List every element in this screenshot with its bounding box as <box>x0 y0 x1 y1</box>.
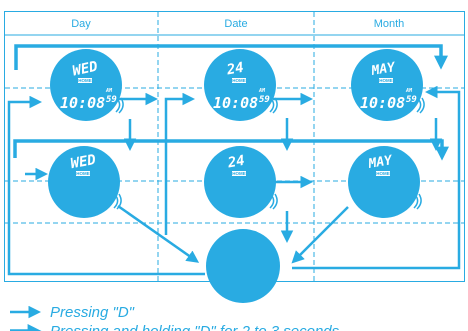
svg-text:10:08: 10:08 <box>360 94 405 112</box>
watch-month-row2: MAY HOME <box>348 146 422 218</box>
svg-text:24: 24 <box>225 60 245 79</box>
watch-day-top: WED HOME 10:08 59 AM <box>50 49 124 121</box>
svg-text:MAY: MAY <box>367 153 395 172</box>
svg-text:HOME: HOME <box>232 78 246 83</box>
svg-text:10:08: 10:08 <box>213 94 258 112</box>
svg-text:HOME: HOME <box>232 171 246 176</box>
press-arrows <box>7 85 461 276</box>
svg-text:WED: WED <box>71 59 99 80</box>
column-header-month: Month <box>374 18 405 30</box>
svg-text:HOME: HOME <box>376 171 390 176</box>
svg-text:WED: WED <box>69 152 97 172</box>
svg-text:AM: AM <box>258 88 266 94</box>
svg-text:59: 59 <box>406 95 417 105</box>
watch-date-top: 24 HOME 10:08 59 AM <box>204 49 278 121</box>
column-header-date: Date <box>224 18 247 30</box>
svg-text:AM: AM <box>105 88 113 94</box>
legend: Pressing "D" Pressing and holding "D" fo… <box>10 304 340 331</box>
svg-text:HOME: HOME <box>76 171 90 176</box>
legend-hold-label: Pressing and holding "D" for 2 to 3 seco… <box>50 323 340 331</box>
watch-day-row2: WED HOME <box>48 146 122 218</box>
svg-text:24: 24 <box>226 153 246 172</box>
svg-text:AM: AM <box>405 88 413 94</box>
watch-blank <box>206 229 280 303</box>
watch-month-top: MAY HOME 10:08 59 AM <box>351 49 425 121</box>
legend-press-label: Pressing "D" <box>50 304 135 321</box>
svg-text:59: 59 <box>106 95 117 105</box>
svg-text:59: 59 <box>259 95 270 105</box>
svg-text:HOME: HOME <box>379 78 393 83</box>
svg-text:HOME: HOME <box>78 78 92 83</box>
column-header-day: Day <box>71 18 91 30</box>
svg-text:10:08: 10:08 <box>60 94 105 112</box>
svg-text:MAY: MAY <box>370 60 398 79</box>
watch-date-row2: 24 HOME <box>204 146 278 218</box>
